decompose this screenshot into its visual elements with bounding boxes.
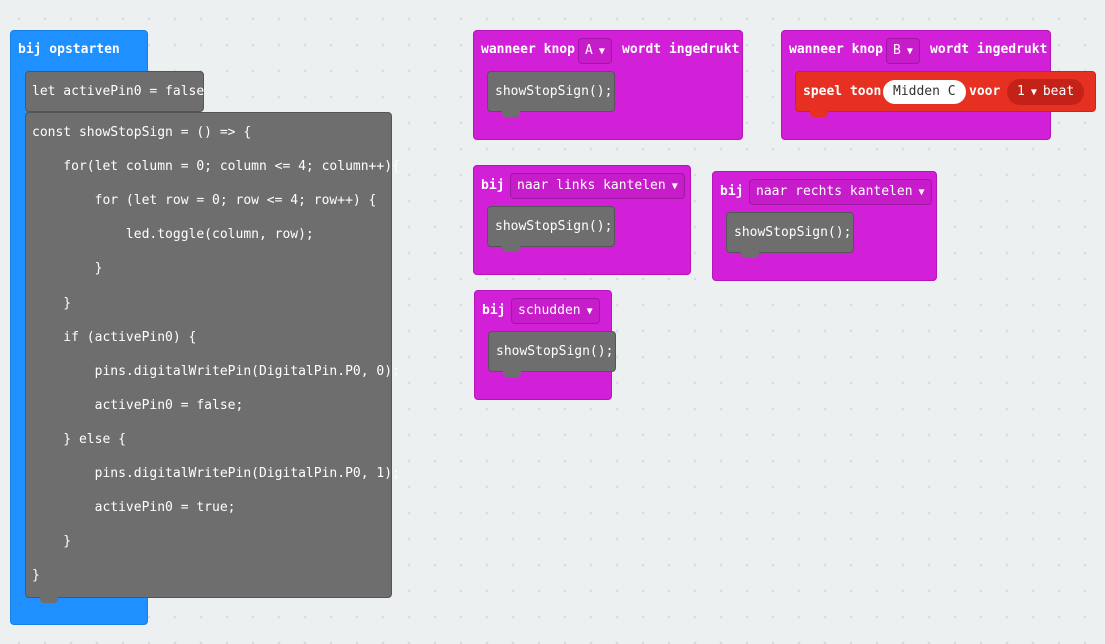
code-line: pins.digitalWritePin(DigitalPin.P0, 0); — [32, 364, 400, 379]
button-a-suffix: wordt ingedrukt — [622, 42, 740, 57]
button-b-prefix: wanneer knop — [789, 42, 883, 57]
tilt-right-dropdown-value: naar rechts kantelen — [756, 184, 913, 199]
tilt-right-call-text: showStopSign(); — [734, 225, 852, 240]
caret-down-icon: ▼ — [598, 46, 605, 57]
code-line: pins.digitalWritePin(DigitalPin.P0, 1); — [32, 466, 400, 481]
button-a-call-block[interactable]: showStopSign(); — [487, 71, 615, 117]
tilt-left-dropdown[interactable]: naar links kantelen ▼ — [510, 173, 685, 199]
code-line: for(let column = 0; column <= 4; column+… — [32, 159, 400, 174]
block-notch — [741, 252, 759, 258]
button-a-call-text: showStopSign(); — [495, 84, 613, 99]
block-notch — [502, 111, 520, 117]
code-line: } — [32, 261, 103, 276]
caret-down-icon: ▼ — [918, 187, 925, 198]
beat-unit: beat — [1042, 84, 1075, 99]
button-a-dropdown-value: A — [585, 43, 593, 58]
caret-down-icon: ▼ — [586, 306, 593, 317]
show-stop-sign-function-block[interactable]: const showStopSign = () => { for(let col… — [25, 112, 400, 603]
block-notch — [503, 371, 521, 377]
button-a-dropdown[interactable]: A▼ — [578, 38, 612, 64]
code-line: } — [32, 296, 72, 311]
block-notch — [502, 246, 520, 252]
let-statement-text: let activePin0 = false — [32, 84, 205, 99]
caret-down-icon: ▼ — [671, 181, 678, 192]
shake-prefix: bij — [482, 303, 506, 318]
button-a-prefix: wanneer knop — [481, 42, 575, 57]
note-field[interactable]: Midden C — [883, 80, 966, 104]
code-line: } else { — [32, 432, 126, 447]
block-notch — [40, 597, 58, 603]
code-line: const showStopSign = () => { — [32, 125, 252, 140]
code-line: led.toggle(column, row); — [32, 227, 314, 242]
beat-dropdown[interactable]: 1 ▼ beat — [1007, 79, 1085, 105]
tilt-left-prefix: bij — [481, 178, 505, 193]
let-statement-block[interactable]: let activePin0 = false — [25, 71, 204, 112]
play-tone-label: speel toon — [803, 84, 882, 99]
tilt-left-call-block[interactable]: showStopSign(); — [487, 206, 615, 252]
shake-dropdown[interactable]: schudden ▼ — [511, 298, 600, 324]
for-label: voor — [969, 84, 1001, 99]
tilt-right-prefix: bij — [720, 184, 744, 199]
caret-down-icon: ▼ — [1030, 87, 1037, 98]
button-b-dropdown[interactable]: B▼ — [886, 38, 920, 64]
button-b-dropdown-value: B — [893, 43, 901, 58]
code-line: activePin0 = false; — [32, 398, 244, 413]
shake-call-block[interactable]: showStopSign(); — [488, 331, 616, 377]
block-notch — [810, 111, 828, 117]
code-line: } — [32, 534, 72, 549]
tilt-right-dropdown[interactable]: naar rechts kantelen ▼ — [749, 179, 932, 205]
play-tone-block[interactable]: speel toon Midden C voor 1 ▼ beat — [795, 71, 1096, 117]
note-value: Midden C — [893, 84, 956, 99]
caret-down-icon: ▼ — [906, 46, 913, 57]
button-b-suffix: wordt ingedrukt — [930, 42, 1048, 57]
on-start-label: bij opstarten — [18, 42, 120, 57]
tilt-left-call-text: showStopSign(); — [495, 219, 613, 234]
tilt-left-dropdown-value: naar links kantelen — [517, 178, 666, 193]
tilt-right-call-block[interactable]: showStopSign(); — [726, 212, 854, 258]
code-line: if (activePin0) { — [32, 330, 197, 345]
shake-call-text: showStopSign(); — [496, 344, 614, 359]
beat-value: 1 — [1017, 84, 1025, 99]
code-line: for (let row = 0; row <= 4; row++) { — [32, 193, 377, 208]
code-line: activePin0 = true; — [32, 500, 236, 515]
shake-dropdown-value: schudden — [518, 303, 581, 318]
code-line: } — [32, 568, 40, 583]
